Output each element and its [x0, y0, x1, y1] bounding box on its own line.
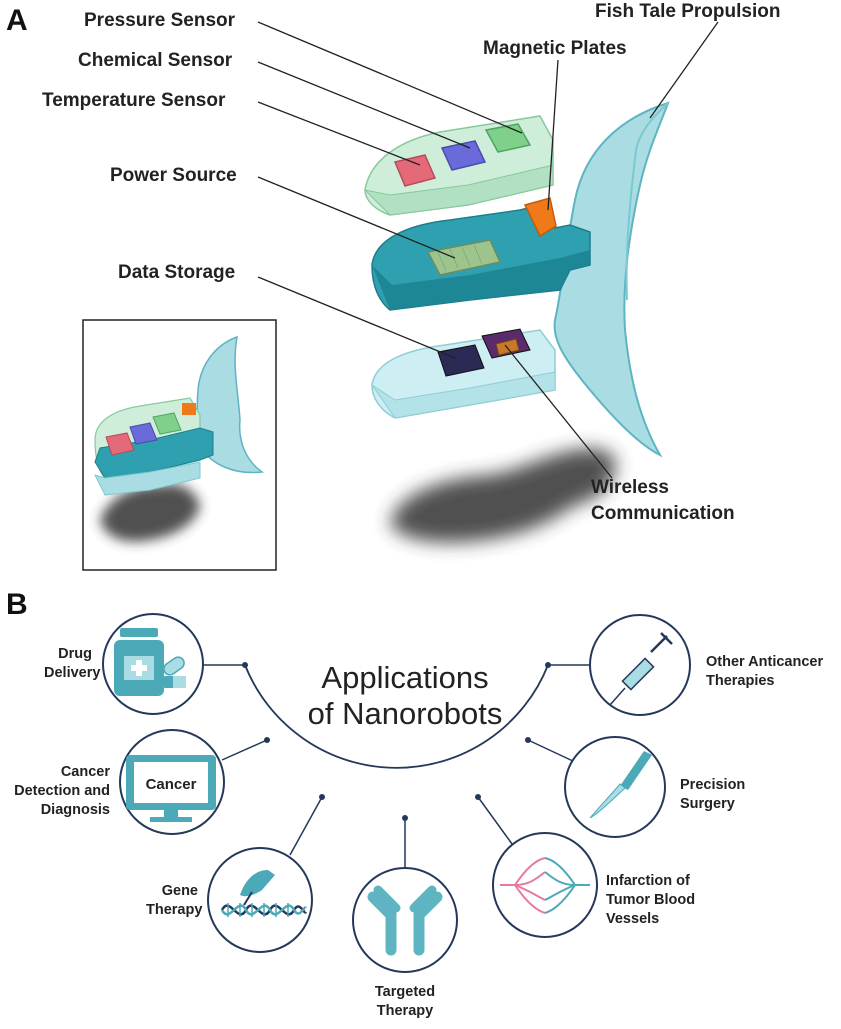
fish-tail-fin: [553, 101, 670, 458]
antibody-icon: [367, 891, 397, 956]
targeted-therapy-line2: Therapy: [376, 1003, 434, 1019]
pill-icon: [163, 656, 185, 676]
data-storage-chip: [437, 344, 485, 377]
precision-surgery-label: Precision Surgery: [680, 776, 745, 814]
magnetic-plates-label: Magnetic Plates: [483, 38, 627, 59]
precision-surgery-circle: [564, 736, 666, 838]
other-therapies-line1: Other Anticancer: [706, 654, 824, 670]
chemical-sensor-label: Chemical Sensor: [78, 50, 233, 71]
pressure-sensor-chip: [484, 123, 532, 153]
targeted-therapy-line1: Targeted: [374, 984, 436, 1000]
pointer-lines: [257, 21, 719, 479]
drug-delivery-circle: [102, 613, 204, 715]
syringe-icon: [609, 632, 673, 706]
wireless-label-line1: Wireless: [591, 477, 669, 498]
infarction-line1: Infarction of: [606, 873, 690, 889]
panel-a-label: A: [6, 4, 28, 37]
temperature-sensor-chip: [393, 154, 437, 187]
sensor-layer: [363, 115, 554, 216]
drug-delivery-line2: Delivery: [44, 665, 101, 681]
infarction-label: Infarction of Tumor Blood Vessels: [606, 872, 695, 929]
title-line-2: of Nanorobots: [307, 696, 503, 731]
precision-surgery-line1: Precision: [680, 777, 746, 793]
hand-pen-icon: [240, 870, 275, 897]
infarction-circle: [492, 832, 598, 938]
chemical-sensor-chip: [440, 140, 487, 171]
cancer-detection-label: Cancer Detection and Diagnosis: [12, 763, 110, 820]
infarction-line2: Tumor Blood: [606, 892, 696, 908]
cancer-detection-line3: Diagnosis: [40, 802, 110, 818]
scalpel-icon: [620, 751, 652, 790]
temperature-sensor-label: Temperature Sensor: [42, 90, 226, 111]
data-layer: [371, 328, 556, 419]
cancer-detection-circle: Cancer: [119, 729, 225, 835]
gene-therapy-line2: Therapy: [146, 902, 203, 918]
targeted-therapy-label: Targeted Therapy: [360, 983, 450, 1021]
data-storage-label: Data Storage: [118, 262, 236, 283]
pressure-sensor-label: Pressure Sensor: [84, 10, 236, 31]
other-therapies-line2: Therapies: [706, 673, 775, 689]
cancer-detection-line2: Detection and: [14, 783, 110, 799]
cancer-detection-line1: Cancer: [60, 764, 110, 780]
drug-delivery-label: Drug Delivery: [44, 645, 101, 683]
title-line-1: Applications: [321, 660, 489, 695]
gene-therapy-line1: Gene: [161, 883, 198, 899]
power-source-chip: [426, 239, 502, 276]
targeted-therapy-circle: [352, 867, 458, 973]
other-therapies-label: Other Anticancer Therapies: [706, 653, 823, 691]
panel-b-label: B: [6, 588, 28, 621]
infarction-line3: Vessels: [606, 911, 660, 927]
other-therapies-circle: [589, 614, 691, 716]
gene-therapy-circle: [207, 847, 313, 953]
applications-title: Applications of Nanorobots: [280, 660, 530, 732]
precision-surgery-line2: Surgery: [680, 796, 735, 812]
wireless-label-line2: Communication: [591, 503, 735, 524]
robot-shadow: [390, 448, 616, 543]
inset-assembled-view: [82, 319, 277, 571]
blood-vessel-icon: [500, 857, 590, 914]
gene-therapy-label: Gene Therapy: [146, 882, 203, 920]
power-layer: [371, 197, 591, 311]
power-source-label: Power Source: [110, 165, 237, 186]
fish-tail-label: Fish Tale Propulsion: [595, 1, 781, 22]
drug-delivery-line1: Drug: [58, 646, 92, 662]
bottle-cap-icon: [120, 628, 158, 637]
monitor-label: Cancer: [146, 776, 197, 793]
